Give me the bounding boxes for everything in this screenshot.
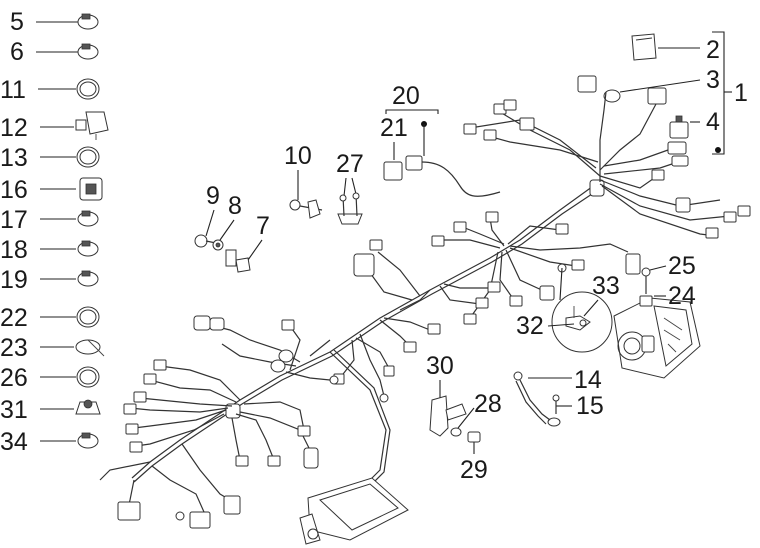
right-upper-parts: 2 3 4 1 — [603, 31, 748, 155]
label-22: 22 — [0, 304, 28, 332]
label-5: 5 — [10, 8, 24, 36]
label-21: 21 — [380, 114, 408, 142]
label-33: 33 — [592, 272, 620, 300]
part-23-strap — [75, 339, 105, 357]
label-24: 24 — [668, 282, 696, 310]
label-7: 7 — [256, 212, 270, 240]
ecu-control-unit — [299, 477, 409, 545]
part-34-clamp — [77, 432, 99, 449]
label-9: 9 — [206, 182, 220, 210]
throttle-body — [613, 297, 701, 379]
label-19: 19 — [0, 266, 28, 294]
label-4: 4 — [706, 108, 720, 136]
label-16: 16 — [0, 176, 28, 204]
connector-3b — [647, 87, 667, 105]
label-27: 27 — [336, 150, 364, 178]
label-8: 8 — [228, 192, 242, 220]
label-3: 3 — [706, 66, 720, 94]
label-11: 11 — [0, 76, 26, 104]
main-harness — [99, 75, 751, 529]
label-13: 13 — [0, 144, 28, 172]
part-25-screw — [641, 267, 651, 294]
label-34: 34 — [0, 428, 28, 456]
connector-3a — [577, 75, 597, 93]
label-6: 6 — [10, 38, 24, 66]
label-12: 12 — [0, 114, 28, 142]
label-23: 23 — [0, 334, 28, 362]
part-18-clamp — [77, 240, 99, 257]
part-14-ground-cable — [513, 371, 561, 427]
label-25: 25 — [668, 252, 696, 280]
part-5-clamp — [77, 13, 99, 30]
label-32: 32 — [516, 312, 544, 340]
label-20: 20 — [392, 82, 420, 110]
label-26: 26 — [0, 364, 28, 392]
part-4-connector — [669, 115, 689, 139]
part-10-bolt — [289, 199, 323, 219]
part-8-washer — [212, 239, 224, 251]
part-24-washer — [639, 295, 653, 307]
part-22-cable-tie — [76, 306, 100, 328]
left-parts-column: 5 6 11 12 13 16 17 — [0, 8, 109, 456]
part-11-cable-tie — [76, 78, 100, 100]
label-30: 30 — [426, 352, 454, 380]
part-2-module — [631, 33, 657, 61]
label-15: 15 — [576, 392, 604, 420]
part-13-cable-tie — [76, 146, 100, 168]
part-16-connector-cover — [79, 177, 103, 201]
part-19-clamp — [77, 270, 99, 287]
label-31: 31 — [0, 396, 28, 424]
part-29-bolt — [467, 431, 481, 443]
small-hardware: 9 8 7 10 27 — [194, 142, 364, 273]
part-26-cable-tie — [76, 366, 100, 388]
part-31-grommet — [75, 399, 101, 415]
part-7-nut — [225, 249, 251, 273]
part-21-connector — [383, 155, 423, 181]
part-15-screw — [552, 394, 560, 414]
label-2: 2 — [706, 36, 720, 64]
part-6-clamp — [77, 43, 99, 60]
label-1: 1 — [734, 79, 748, 107]
part-9-screw — [194, 234, 217, 248]
part-28-washer — [450, 427, 462, 437]
label-28: 28 — [474, 390, 502, 418]
part-20-group: 20 21 — [380, 82, 501, 197]
label-18: 18 — [0, 236, 28, 264]
label-14: 14 — [574, 366, 602, 394]
part-12-relay-holder — [75, 111, 109, 140]
part-30-bracket — [429, 395, 467, 437]
label-17: 17 — [0, 206, 28, 234]
part-27-screws — [337, 192, 363, 225]
label-29: 29 — [460, 456, 488, 484]
dot-marker-1 — [715, 147, 721, 153]
part-17-clamp — [77, 210, 99, 227]
label-10: 10 — [284, 142, 312, 170]
